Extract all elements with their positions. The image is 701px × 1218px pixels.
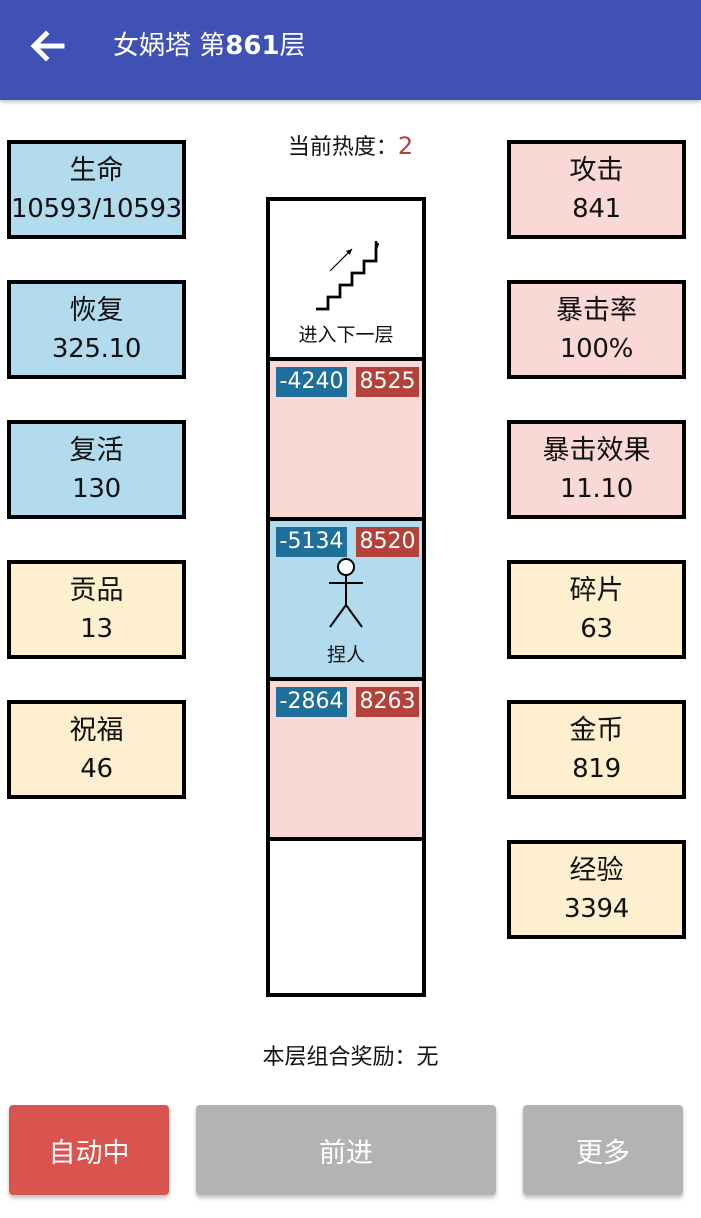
stat-blessing: 祝福 46 bbox=[7, 700, 186, 799]
stat-value: 11.10 bbox=[560, 473, 633, 504]
stat-label: 祝福 bbox=[69, 714, 124, 746]
page-title: 女娲塔 第861层 bbox=[113, 28, 306, 64]
stat-label: 恢复 bbox=[69, 294, 124, 326]
forward-button[interactable]: 前进 bbox=[196, 1105, 496, 1195]
stat-label: 贡品 bbox=[69, 574, 124, 606]
title-prefix: 女娲塔 第 bbox=[113, 31, 226, 61]
heat-label: 当前热度： bbox=[287, 135, 398, 160]
stat-label: 生命 bbox=[69, 154, 124, 186]
stat-label: 经验 bbox=[569, 854, 624, 886]
stat-label: 碎片 bbox=[569, 574, 624, 606]
stat-life: 生命 10593/10593 bbox=[7, 140, 186, 239]
back-button[interactable] bbox=[22, 22, 72, 72]
stat-value: 841 bbox=[572, 193, 621, 224]
stairs-up-icon bbox=[316, 241, 380, 311]
hp-badge: 8525 bbox=[356, 367, 419, 397]
title-suffix: 层 bbox=[279, 31, 306, 61]
tower-cell-stairs[interactable]: 进入下一层 bbox=[270, 201, 422, 361]
tower-cell-enemy[interactable]: -4240 8525 bbox=[270, 361, 422, 521]
stat-label: 暴击效果 bbox=[542, 434, 651, 466]
tower-column: 进入下一层 -4240 8525 -5134 8520 捏人 -2864 826… bbox=[266, 197, 426, 997]
arrow-left-icon bbox=[30, 30, 65, 62]
damage-badge: -2864 bbox=[276, 687, 347, 717]
heat-value: 2 bbox=[397, 132, 414, 160]
hp-badge: 8263 bbox=[356, 687, 419, 717]
stat-value: 325.10 bbox=[51, 333, 142, 364]
damage-badge: -4240 bbox=[276, 367, 347, 397]
stat-value: 130 bbox=[72, 473, 121, 504]
auto-button[interactable]: 自动中 bbox=[9, 1105, 169, 1195]
stat-value: 3394 bbox=[564, 893, 629, 924]
stat-value: 819 bbox=[572, 753, 621, 784]
stat-gold: 金币 819 bbox=[507, 700, 686, 799]
stick-figure-icon bbox=[329, 558, 363, 628]
stat-label: 金币 bbox=[569, 714, 624, 746]
tower-cell-empty bbox=[270, 841, 422, 993]
stat-label: 复活 bbox=[69, 434, 124, 466]
stat-fragments: 碎片 63 bbox=[507, 560, 686, 659]
app-bar: 女娲塔 第861层 bbox=[0, 0, 701, 100]
more-button[interactable]: 更多 bbox=[523, 1105, 683, 1195]
stat-recovery: 恢复 325.10 bbox=[7, 280, 186, 379]
heat-display: 当前热度：2 bbox=[0, 130, 701, 164]
damage-badge: -5134 bbox=[276, 527, 347, 557]
stat-value: 10593/10593 bbox=[11, 193, 182, 224]
stat-offering: 贡品 13 bbox=[7, 560, 186, 659]
stat-crit-effect: 暴击效果 11.10 bbox=[507, 420, 686, 519]
stat-value: 100% bbox=[559, 333, 634, 364]
stat-experience: 经验 3394 bbox=[507, 840, 686, 939]
stat-label: 攻击 bbox=[569, 154, 624, 186]
stat-value: 63 bbox=[580, 613, 613, 644]
stat-value: 46 bbox=[80, 753, 113, 784]
next-floor-label: 进入下一层 bbox=[298, 324, 394, 346]
floor-number: 861 bbox=[225, 31, 280, 61]
tower-cell-enemy[interactable]: -2864 8263 bbox=[270, 681, 422, 841]
stat-crit-rate: 暴击率 100% bbox=[507, 280, 686, 379]
player-label: 捏人 bbox=[326, 644, 365, 666]
stat-label: 暴击率 bbox=[556, 294, 637, 326]
hp-badge: 8520 bbox=[356, 527, 419, 557]
tower-cell-player[interactable]: -5134 8520 捏人 bbox=[270, 521, 422, 681]
stat-value: 13 bbox=[80, 613, 113, 644]
floor-reward-text: 本层组合奖励：无 bbox=[262, 1045, 439, 1070]
stat-revive: 复活 130 bbox=[7, 420, 186, 519]
stat-attack: 攻击 841 bbox=[507, 140, 686, 239]
